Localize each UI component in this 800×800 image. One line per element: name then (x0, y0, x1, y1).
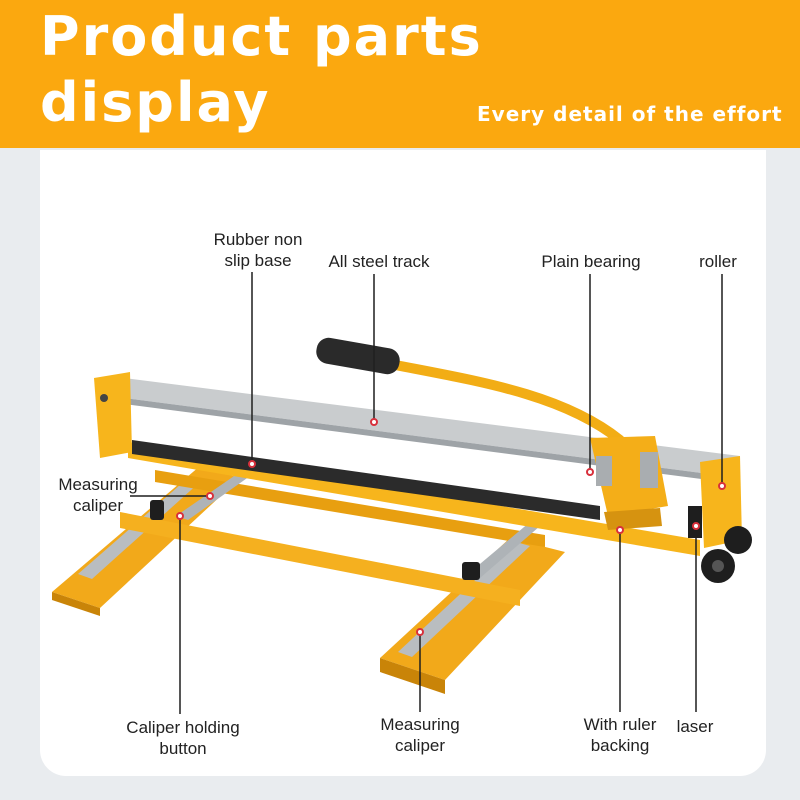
label-measuring-caliper-bottom: Measuring caliper (368, 714, 472, 756)
label-rubber-base-line2: slip base (224, 251, 292, 270)
label-plain-bearing: Plain bearing (541, 252, 641, 271)
header-banner: Product parts display Every detail of th… (0, 0, 800, 148)
label-caliper-holding-button: Caliper holding button (112, 717, 254, 759)
caliper-holding-button (150, 500, 164, 520)
label-ruler-backing-line2: backing (590, 736, 650, 755)
label-measuring-caliper-left-line2: caliper (72, 496, 124, 515)
label-measuring-caliper-left: Measuring caliper (50, 474, 146, 516)
left-bracket (94, 372, 132, 458)
handle-grip (316, 337, 400, 375)
label-caliper-button-line1: Caliper holding (126, 718, 240, 737)
label-measuring-caliper-bottom-line2: caliper (394, 736, 446, 755)
bearing (596, 456, 612, 486)
front-crossbar (120, 512, 520, 606)
marker-dots (176, 418, 726, 636)
label-laser: laser (676, 717, 714, 736)
label-roller: roller (699, 252, 737, 271)
rear-crossbar (155, 470, 545, 547)
label-measuring-caliper-bottom-line1: Measuring (380, 715, 460, 734)
title-line-1: Product parts (40, 5, 483, 68)
right-foot-ruler (398, 542, 530, 657)
right-foot (380, 538, 565, 680)
right-bracket (700, 456, 742, 548)
label-ruler-backing: With ruler backing (572, 714, 668, 756)
page-title: Product parts display (40, 4, 483, 136)
label-caliper-button-line2: button (159, 739, 207, 758)
bottom-caliper-rail (468, 522, 540, 578)
steel-track (124, 378, 740, 478)
handle-lever (375, 357, 625, 445)
page-subtitle: Every detail of the effort (477, 102, 783, 126)
laser-module (688, 506, 702, 538)
label-ruler-backing-line1: With ruler (583, 715, 657, 734)
label-rubber-base: Rubber non slip base (203, 229, 313, 271)
title-line-2: display (40, 71, 271, 134)
pointer-lines (130, 272, 723, 714)
label-rubber-base-line1: Rubber non (213, 230, 303, 249)
rubber-base (132, 440, 600, 520)
label-steel-track: All steel track (328, 252, 430, 271)
label-measuring-caliper-left-line1: Measuring (58, 475, 138, 494)
